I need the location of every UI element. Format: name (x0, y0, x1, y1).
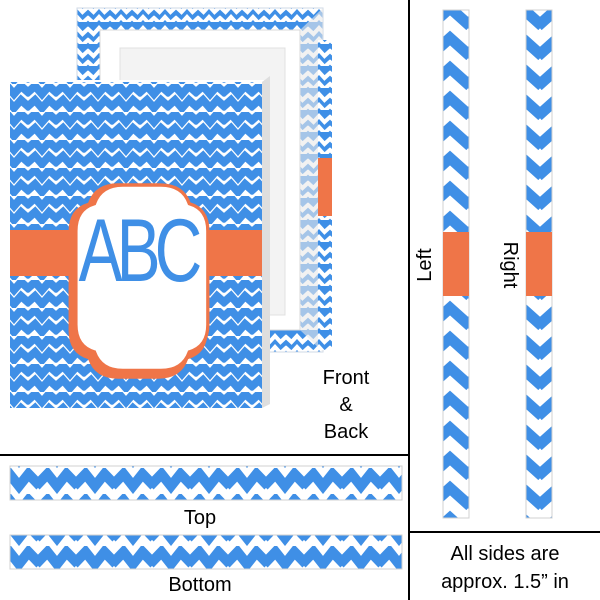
top-label: Top (183, 507, 217, 529)
bottom-label: Bottom (168, 574, 232, 596)
sides-note-line2: approx. 1.5” in (441, 571, 569, 593)
sides-note: All sides are approx. 1.5” in (412, 540, 598, 596)
bottom-side-strip (9, 534, 403, 570)
monogram-frame (68, 183, 210, 379)
back-canvas-side (318, 40, 332, 350)
front-label: Front (322, 367, 370, 389)
back-label: Back (323, 421, 369, 443)
ampersand-label: & (339, 394, 353, 416)
sides-note-line1: All sides are (450, 543, 560, 565)
front-back-label: Front & Back (306, 365, 386, 446)
horizontal-divider-right (408, 531, 600, 533)
left-side-strip (442, 9, 470, 519)
right-label: Right (499, 241, 521, 289)
horizontal-divider-left (0, 454, 410, 456)
right-side-strip (525, 9, 553, 519)
left-label: Left (414, 248, 436, 282)
monogram: ABC (70, 200, 205, 300)
top-side-strip (9, 465, 403, 501)
monogram-text: ABC (78, 200, 203, 300)
vertical-divider (408, 0, 410, 600)
